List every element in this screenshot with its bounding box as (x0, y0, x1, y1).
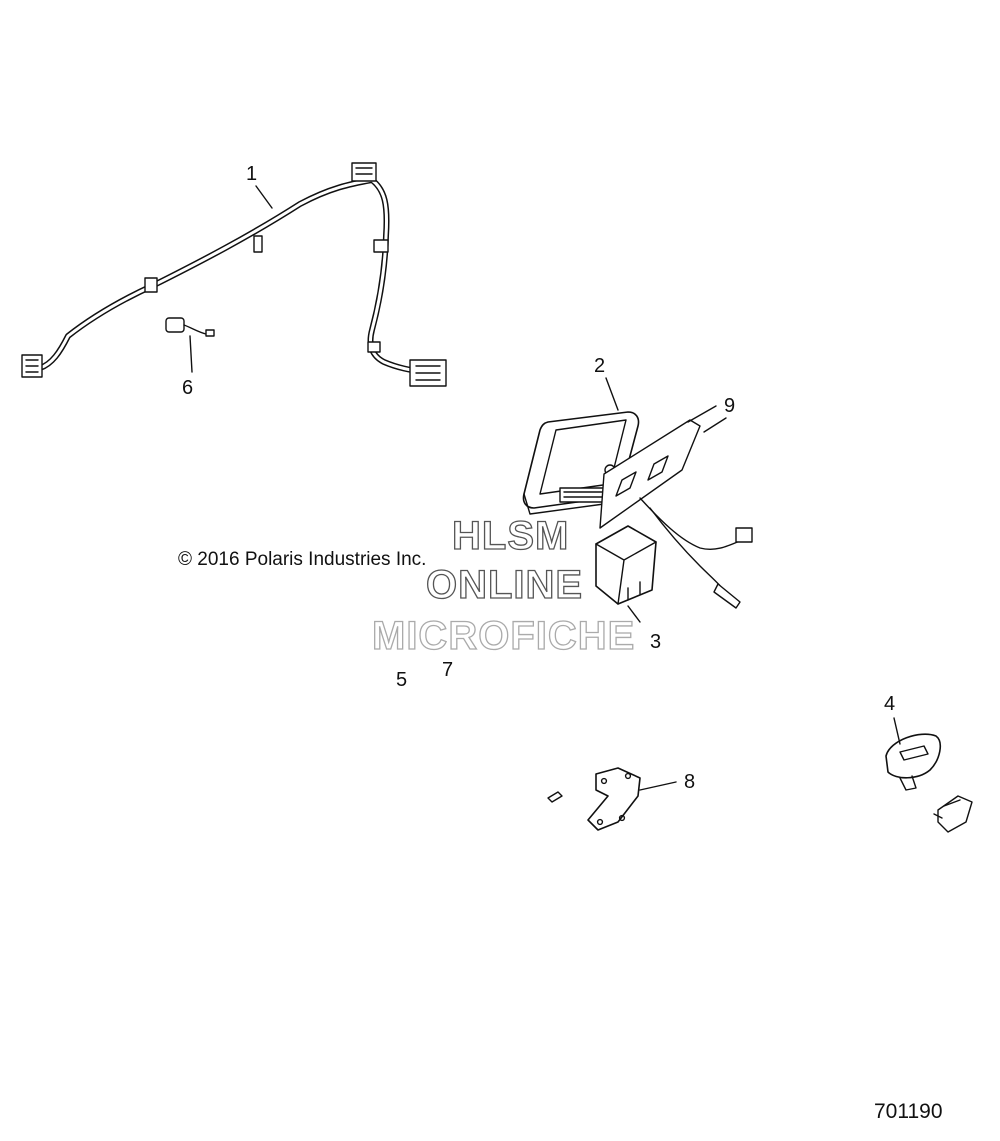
callout-9: 9 (724, 395, 736, 417)
leader-lines (189, 185, 727, 433)
callout-3: 3 (650, 631, 662, 653)
sensor-part (165, 317, 215, 337)
watermark-line-2: ONLINE (425, 563, 584, 607)
wiring-harness (21, 162, 447, 387)
watermark-line-3: MICROFICHE (371, 614, 636, 658)
switch-part (885, 717, 973, 833)
callout-4: 4 (884, 693, 896, 715)
control-module (595, 525, 657, 623)
drawing-number: 701190 (874, 1100, 943, 1123)
callout-1: 1 (246, 163, 258, 185)
callout-7: 7 (442, 659, 454, 681)
copyright-text: © 2016 Polaris Industries Inc. (178, 549, 427, 570)
callout-8: 8 (684, 771, 696, 793)
callout-5: 5 (396, 669, 408, 691)
watermark-line-1: HLSM (451, 514, 570, 558)
callout-6: 6 (182, 377, 194, 399)
callout-2: 2 (594, 355, 606, 377)
display-cables (639, 497, 753, 609)
mounting-bracket (599, 405, 717, 529)
bracket-part (547, 767, 677, 831)
